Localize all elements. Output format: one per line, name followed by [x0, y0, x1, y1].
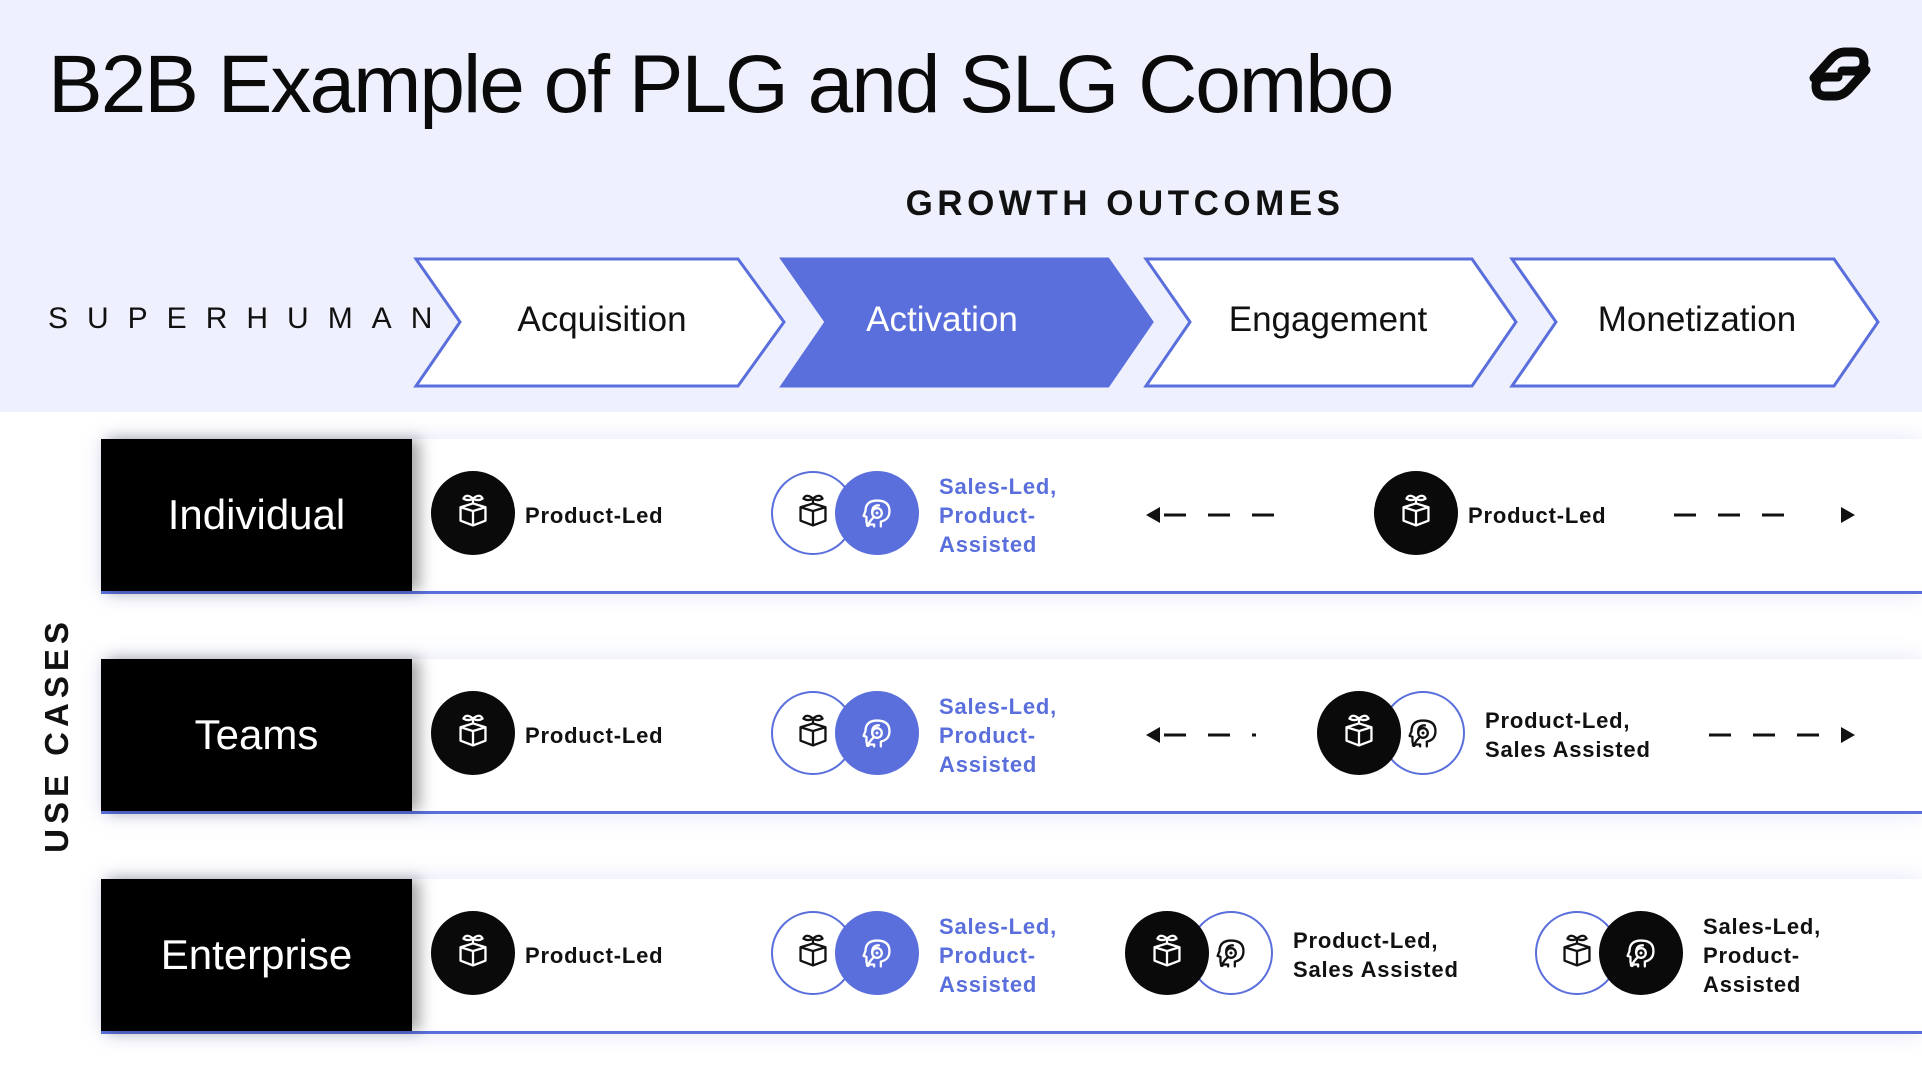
- cell-enterprise-activation: Sales-Led, Product- Assisted: [771, 879, 1057, 1031]
- product-icon: [1374, 471, 1458, 555]
- sales-icon: [835, 911, 919, 995]
- page-title: B2B Example of PLG and SLG Combo: [48, 39, 1394, 130]
- span-arrow-left: [1164, 513, 1286, 517]
- row-label-individual: Individual: [101, 439, 412, 591]
- cell-enterprise-acquisition: Product-Led: [431, 879, 663, 1031]
- headset-agent-icon: [862, 939, 891, 968]
- row-individual: Individual Product-Led Sales-Led, Produc…: [101, 439, 1922, 594]
- cell-individual-engagement-monetization: Product-Led: [1374, 439, 1606, 591]
- span-arrow-right: [1674, 513, 1796, 517]
- gift-box-sprout-icon: [459, 494, 487, 527]
- phase-acquisition-label: Acquisition: [517, 300, 687, 339]
- product-icon: [431, 691, 515, 775]
- use-cases-label: USE CASES: [38, 617, 75, 853]
- phase-activation-label: Activation: [866, 300, 1018, 339]
- gift-box-sprout-icon: [799, 934, 827, 967]
- chevron-acquisition: [413, 257, 786, 388]
- cell-text: Product-Led: [525, 722, 664, 748]
- brand-wordmark: SUPERHUMAN: [48, 302, 452, 335]
- row-label-teams: Teams: [101, 659, 412, 811]
- cell-text: Product-Led, Sales Assisted: [1293, 928, 1459, 982]
- cell-enterprise-monetization: Sales-Led, Product- Assisted: [1535, 879, 1821, 1031]
- cell-text: Sales-Led, Product- Assisted: [1703, 913, 1822, 997]
- row-enterprise: Enterprise Product-Led Sales-Led, Produc…: [101, 879, 1922, 1034]
- chevron-engagement: [1143, 257, 1518, 388]
- cell-individual-acquisition: Product-Led: [431, 439, 663, 591]
- cell-individual-activation: Sales-Led, Product- Assisted: [771, 439, 1057, 591]
- cell-teams-acquisition: Product-Led: [431, 659, 663, 811]
- product-icon: [1125, 911, 1209, 995]
- headset-agent-icon: [1408, 719, 1437, 748]
- cell-text: Sales-Led, Product- Assisted: [939, 913, 1058, 997]
- product-icon: [1317, 691, 1401, 775]
- gift-box-sprout-icon: [459, 714, 487, 747]
- arrowhead-left-icon: [1146, 507, 1160, 523]
- gift-box-sprout-icon: [1402, 494, 1430, 527]
- gift-box-sprout-icon: [799, 714, 827, 747]
- sales-icon: [835, 471, 919, 555]
- headset-agent-icon: [862, 499, 891, 528]
- cell-text: Product-Led: [1468, 502, 1607, 528]
- gift-box-sprout-icon: [1563, 934, 1591, 967]
- arrowhead-right-icon: [1841, 507, 1855, 523]
- row-teams: Teams Product-Led Sales-Led, Product- As…: [101, 659, 1922, 814]
- cell-teams-activation: Sales-Led, Product- Assisted: [771, 659, 1057, 811]
- phase-chevrons: [413, 257, 1880, 388]
- sales-icon: [835, 691, 919, 775]
- arrowhead-left-icon: [1146, 727, 1160, 743]
- cell-text: Product-Led, Sales Assisted: [1485, 708, 1651, 762]
- chevron-monetization: [1509, 257, 1880, 388]
- header-band: B2B Example of PLG and SLG Combo GROWTH …: [0, 0, 1922, 412]
- gift-box-sprout-icon: [1153, 934, 1181, 967]
- headset-agent-icon: [1216, 939, 1245, 968]
- product-icon: [431, 471, 515, 555]
- gift-box-sprout-icon: [1345, 714, 1373, 747]
- headset-agent-icon: [862, 719, 891, 748]
- company-logo-icon: [1809, 47, 1871, 101]
- cell-text: Product-Led: [525, 502, 664, 528]
- chevron-activation: [779, 257, 1154, 388]
- cell-text: Sales-Led, Product- Assisted: [939, 473, 1058, 557]
- cell-text: Product-Led: [525, 942, 664, 968]
- cell-teams-engagement-monetization: Product-Led, Sales Assisted: [1317, 659, 1651, 811]
- growth-outcomes-heading: GROWTH OUTCOMES: [905, 184, 1345, 223]
- row-label-enterprise: Enterprise: [101, 879, 412, 1031]
- span-arrow-right: [1709, 733, 1819, 737]
- cell-enterprise-engagement: Product-Led, Sales Assisted: [1125, 879, 1459, 1031]
- gift-box-sprout-icon: [459, 934, 487, 967]
- phase-monetization-label: Monetization: [1597, 300, 1797, 339]
- gift-box-sprout-icon: [799, 494, 827, 527]
- arrowhead-right-icon: [1841, 727, 1855, 743]
- sales-icon: [1599, 911, 1683, 995]
- phase-engagement-label: Engagement: [1228, 300, 1428, 339]
- cell-text: Sales-Led, Product- Assisted: [939, 693, 1058, 777]
- product-icon: [431, 911, 515, 995]
- headset-agent-icon: [1626, 939, 1655, 968]
- span-arrow-left: [1164, 733, 1256, 737]
